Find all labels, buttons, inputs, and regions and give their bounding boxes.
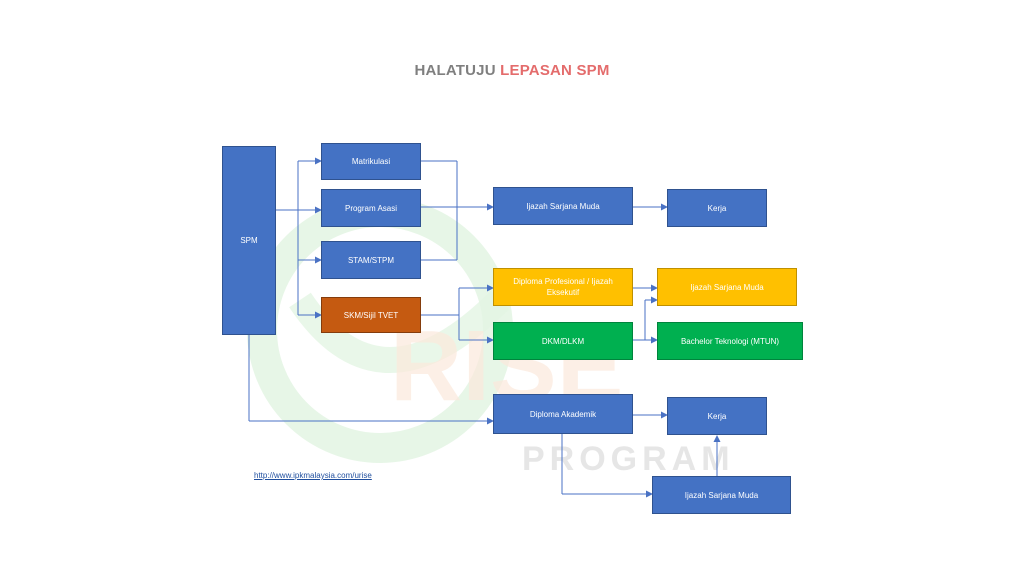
node-stam-stpm: STAM/STPM (321, 241, 421, 279)
ipk-malaysia-link[interactable]: http://www.ipkmalaysia.com/urise (254, 471, 372, 480)
node-ijazah-sarjana-muda-1: Ijazah Sarjana Muda (493, 187, 633, 225)
node-program-asasi: Program Asasi (321, 189, 421, 227)
title-part-lepasan-spm: LEPASAN SPM (500, 62, 610, 79)
node-ijazah-sarjana-muda-3: Ijazah Sarjana Muda (652, 476, 791, 514)
page-title: HALATUJU LEPASAN SPM (0, 62, 1024, 79)
node-spm: SPM (222, 146, 276, 335)
node-program-asasi-label: Program Asasi (344, 203, 398, 213)
node-kerja-1-label: Kerja (707, 203, 727, 213)
node-kerja-2-label: Kerja (707, 411, 727, 421)
node-matrikulasi: Matrikulasi (321, 143, 421, 180)
node-diploma-profesional-label: Diploma Profesional / Ijazah Eksekutif (513, 277, 613, 297)
node-kerja-1: Kerja (667, 189, 767, 227)
node-diploma-profesional: Diploma Profesional / Ijazah Eksekutif (493, 268, 633, 306)
node-dkm-dlkm: DKM/DLKM (493, 322, 633, 360)
node-bachelor-label: Bachelor Teknologi (MTUN) (680, 336, 780, 346)
node-bachelor-teknologi: Bachelor Teknologi (MTUN) (657, 322, 803, 360)
node-stam-stpm-label: STAM/STPM (347, 255, 395, 265)
title-part-halatuju: HALATUJU (414, 62, 501, 79)
node-diploma-akademik: Diploma Akademik (493, 394, 633, 434)
node-ijazah-3-label: Ijazah Sarjana Muda (684, 490, 759, 500)
node-skm-tvet: SKM/Sijil TVET (321, 297, 421, 333)
node-ijazah-1-label: Ijazah Sarjana Muda (526, 201, 600, 211)
node-spm-label: SPM (240, 236, 258, 245)
node-kerja-2: Kerja (667, 397, 767, 435)
node-ijazah-sarjana-muda-2: Ijazah Sarjana Muda (657, 268, 797, 306)
node-diploma-akademik-label: Diploma Akademik (529, 409, 597, 419)
node-skm-tvet-label: SKM/Sijil TVET (343, 310, 399, 320)
node-matrikulasi-label: Matrikulasi (351, 157, 391, 166)
node-dkm-dlkm-label: DKM/DLKM (541, 336, 585, 346)
node-ijazah-2-label: Ijazah Sarjana Muda (690, 282, 764, 292)
